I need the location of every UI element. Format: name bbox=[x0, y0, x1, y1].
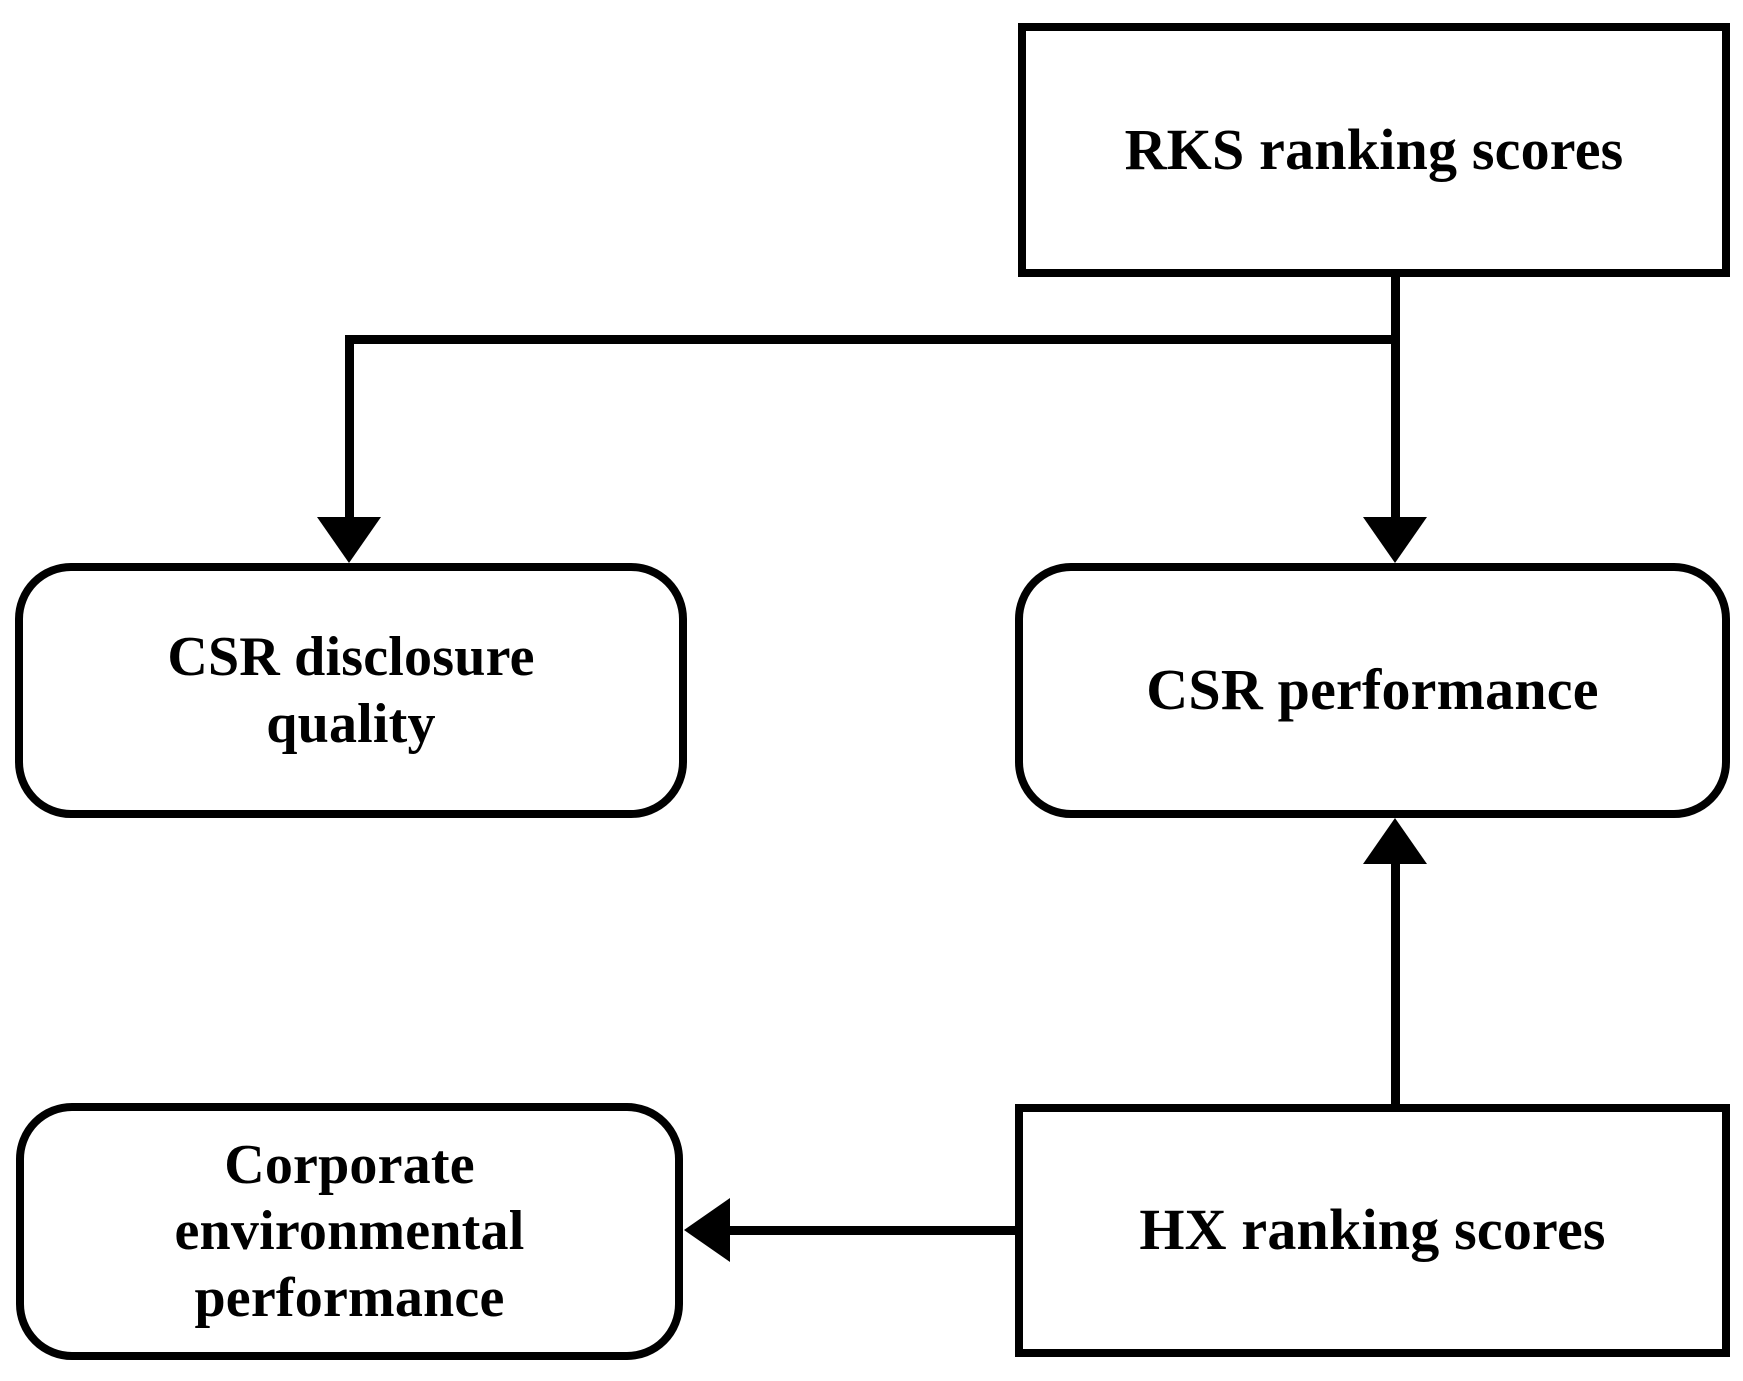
edge-rks-to-csr-disclosure-horizontal bbox=[345, 335, 1395, 344]
arrow-head-left-icon-hx-to-corporate-environmental-performance bbox=[684, 1198, 730, 1262]
node-rks-ranking-scores[interactable]: RKS ranking scores bbox=[1018, 23, 1730, 277]
node-hx-ranking-scores[interactable]: HX ranking scores bbox=[1015, 1104, 1730, 1357]
arrow-head-down-icon-rks-to-csr-disclosure bbox=[317, 517, 381, 563]
arrow-head-down-icon-rks-to-csr-performance bbox=[1363, 517, 1427, 563]
node-corporate-environmental-performance[interactable]: Corporate environmental performance bbox=[16, 1103, 683, 1360]
node-corporate-environmental-performance-label-line-1: Corporate bbox=[224, 1134, 475, 1197]
node-rks-ranking-scores-label: RKS ranking scores bbox=[1124, 116, 1624, 182]
node-corporate-environmental-performance-label-line-2: environmental bbox=[174, 1200, 525, 1263]
edge-rks-to-csr-disclosure-vertical bbox=[345, 335, 354, 521]
node-hx-ranking-scores-label: HX ranking scores bbox=[1139, 1197, 1606, 1263]
node-corporate-environmental-performance-label: Corporate environmental performance bbox=[162, 1132, 536, 1330]
node-csr-disclosure-quality-label-line-2: quality bbox=[266, 692, 436, 755]
node-csr-disclosure-quality[interactable]: CSR disclosure quality bbox=[15, 563, 687, 818]
node-csr-performance[interactable]: CSR performance bbox=[1015, 563, 1730, 818]
arrow-head-up-icon-hx-to-csr-performance bbox=[1363, 818, 1427, 864]
edge-hx-to-csr-performance-stem bbox=[1391, 862, 1400, 1104]
edge-hx-to-corporate-environmental-performance-stem bbox=[730, 1226, 1020, 1235]
node-csr-disclosure-quality-label-line-1: CSR disclosure bbox=[167, 626, 535, 689]
node-corporate-environmental-performance-label-line-3: performance bbox=[194, 1266, 505, 1329]
node-csr-performance-label: CSR performance bbox=[1146, 657, 1599, 723]
node-csr-disclosure-quality-label: CSR disclosure quality bbox=[155, 624, 546, 756]
edge-rks-to-csr-performance-stem bbox=[1391, 277, 1400, 521]
